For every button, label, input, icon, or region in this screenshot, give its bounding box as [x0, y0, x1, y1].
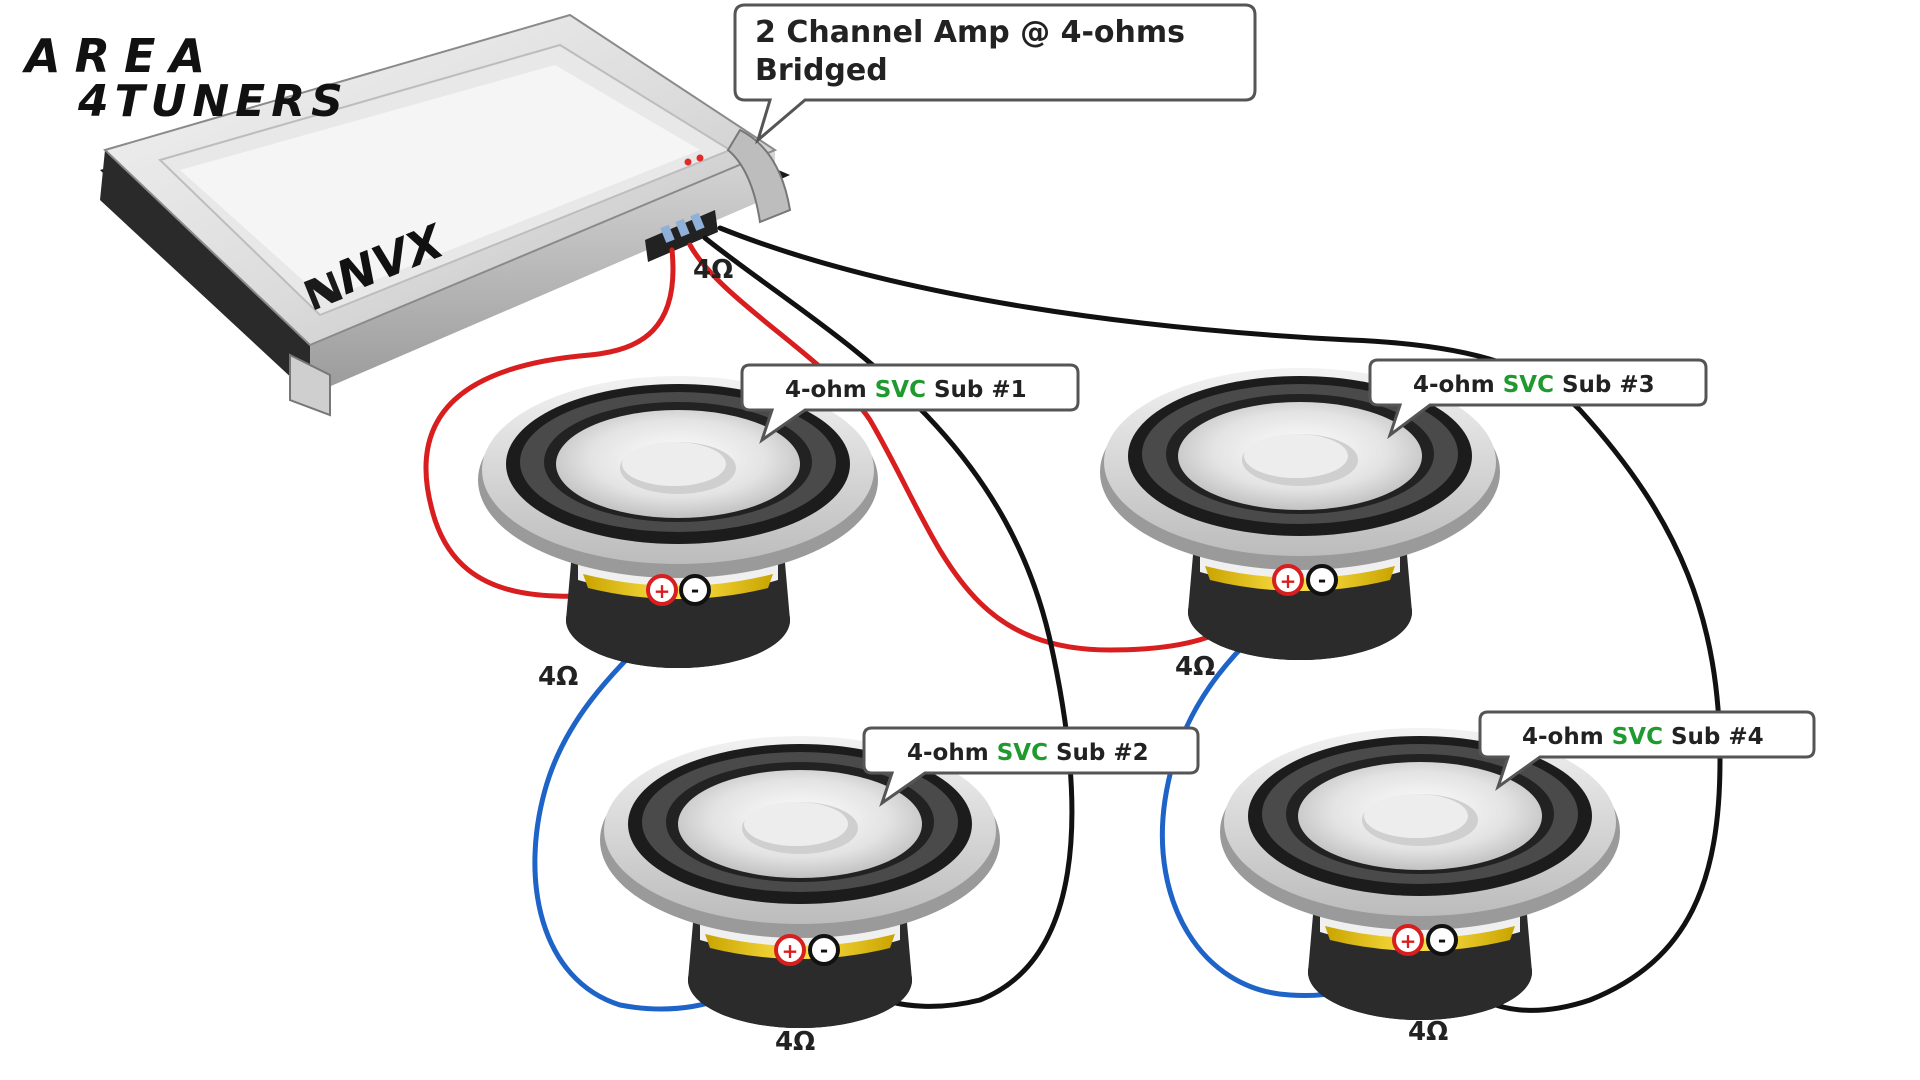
subwoofer-3: + -: [1100, 368, 1500, 660]
sub4-callout-suffix: Sub #4: [1663, 724, 1764, 750]
sub1-positive-terminal: +: [654, 579, 671, 603]
sub1-callout-prefix: 4-ohm: [785, 377, 875, 403]
amplifier: NVX: [100, 13, 792, 417]
sub3-callout-suffix: Sub #3: [1554, 372, 1655, 398]
sub4-callout: 4-ohm SVC Sub #4: [1478, 710, 1816, 791]
sub3-impedance-label: 4Ω: [1175, 652, 1215, 682]
sub3-positive-terminal: +: [1280, 569, 1297, 593]
sub2-callout-accent: SVC: [997, 740, 1048, 766]
sub3-callout-accent: SVC: [1503, 372, 1554, 398]
sub4-positive-terminal: +: [1400, 929, 1417, 953]
subwoofer-4: + -: [1220, 728, 1620, 1020]
wire-amp-neg-to-sub2: [702, 235, 1075, 1009]
area4tuners-logo: AREA 4TUNERS: [22, 29, 349, 127]
sub1-negative-terminal: -: [691, 578, 699, 602]
sub2-callout: 4-ohm SVC Sub #2: [862, 726, 1200, 807]
sub4-terminals: + -: [1392, 924, 1458, 956]
sub1-callout-accent: SVC: [875, 377, 926, 403]
sub4-negative-terminal: -: [1438, 928, 1446, 952]
sub1-callout-suffix: Sub #1: [926, 377, 1027, 403]
sub3-terminals: + -: [1272, 564, 1338, 596]
sub2-terminals: + -: [774, 934, 840, 966]
sub2-callout-prefix: 4-ohm: [907, 740, 997, 766]
sub2-positive-terminal: +: [782, 939, 799, 963]
svg-text:4-ohm SVC Sub #4: 4-ohm SVC Sub #4: [1522, 724, 1764, 750]
amp-callout-subtitle: Bridged: [755, 53, 888, 88]
amp-impedance-label: 4Ω: [693, 255, 733, 285]
sub2-impedance-label: 4Ω: [775, 1027, 815, 1057]
sub1-impedance-label: 4Ω: [538, 662, 578, 692]
subwoofer-1: + -: [478, 376, 878, 668]
sub3-callout: 4-ohm SVC Sub #3: [1368, 358, 1708, 440]
logo-line-1: AREA: [22, 29, 219, 83]
amp-callout: 2 Channel Amp @ 4-ohms Bridged: [733, 3, 1257, 145]
svg-text:4-ohm SVC Sub #2: 4-ohm SVC Sub #2: [907, 740, 1149, 766]
amp-brand-mark-icon: [303, 270, 343, 310]
subwoofer-2: + -: [600, 736, 1000, 1028]
sub1-callout: 4-ohm SVC Sub #1: [740, 363, 1080, 444]
wire-amp-neg-to-sub4: [717, 225, 1723, 1013]
sub4-callout-accent: SVC: [1612, 724, 1663, 750]
sub2-callout-suffix: Sub #2: [1048, 740, 1149, 766]
sub4-impedance-label: 4Ω: [1408, 1017, 1448, 1047]
sub2-negative-terminal: -: [820, 938, 828, 962]
sub4-callout-prefix: 4-ohm: [1522, 724, 1612, 750]
amp-callout-title: 2 Channel Amp @ 4-ohms: [755, 15, 1185, 50]
sub3-callout-prefix: 4-ohm: [1413, 372, 1503, 398]
svg-text:4-ohm SVC Sub #3: 4-ohm SVC Sub #3: [1413, 372, 1655, 398]
sub3-negative-terminal: -: [1318, 568, 1326, 592]
sub1-terminals: + -: [646, 574, 711, 606]
wire-amp-pos-to-sub1: [423, 247, 676, 599]
logo-line-2: 4TUNERS: [77, 76, 349, 127]
svg-text:4-ohm SVC Sub #1: 4-ohm SVC Sub #1: [785, 377, 1027, 403]
